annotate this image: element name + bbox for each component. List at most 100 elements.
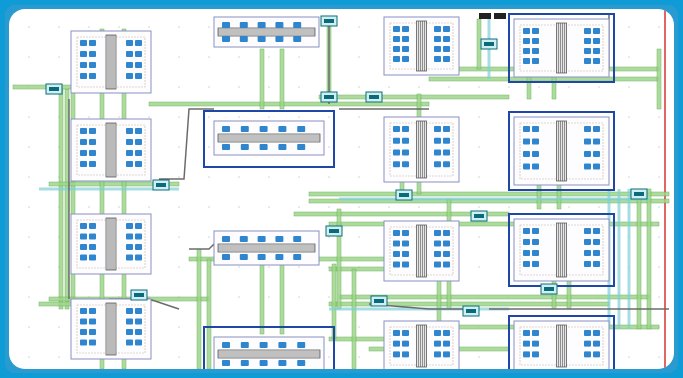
grid-dot	[178, 266, 180, 268]
pin-marker	[494, 13, 506, 19]
contact	[126, 128, 133, 134]
contact	[126, 318, 133, 325]
grid-dot	[358, 326, 360, 328]
metal-wire	[99, 28, 105, 369]
contact	[443, 126, 450, 132]
contact	[532, 163, 539, 170]
grid-dot	[628, 176, 630, 178]
cell-rc-4	[383, 320, 460, 369]
via-cut	[329, 229, 339, 233]
grid-dot	[28, 206, 30, 208]
contact	[523, 163, 530, 170]
grid-dot	[358, 56, 360, 58]
contact	[89, 40, 96, 46]
metal-wire	[121, 28, 127, 369]
contact	[443, 261, 450, 268]
contact	[135, 40, 142, 46]
metal-wire	[646, 188, 652, 330]
gate-stripe	[556, 120, 567, 182]
grid-dot	[178, 26, 180, 28]
cell-rc-2	[383, 116, 460, 183]
contact	[135, 318, 142, 325]
contact	[89, 254, 96, 261]
gate-stripe	[416, 324, 427, 368]
grid-dot	[328, 236, 330, 238]
contact	[89, 139, 96, 145]
grid-dot	[28, 26, 30, 28]
contact	[584, 239, 591, 245]
grid-dot	[208, 86, 210, 88]
contact	[89, 308, 96, 314]
grid-dot	[478, 356, 480, 358]
grid-dot	[328, 116, 330, 118]
contact	[239, 22, 248, 28]
contact	[222, 254, 230, 260]
contact	[593, 340, 600, 347]
contact	[80, 254, 87, 261]
grid-dot	[628, 56, 630, 58]
contact	[393, 351, 400, 358]
grid-dot	[118, 206, 120, 208]
contact	[135, 128, 142, 134]
contact	[222, 144, 230, 150]
grid-dot	[238, 296, 240, 298]
contact	[393, 330, 400, 336]
grid-dot	[478, 206, 480, 208]
cell-left-3	[70, 213, 152, 275]
contact	[443, 330, 450, 336]
grid-dot	[298, 86, 300, 88]
grid-dot	[178, 116, 180, 118]
contact	[443, 240, 450, 247]
grid-dot	[658, 236, 660, 238]
metal-wire	[58, 88, 64, 310]
contact	[443, 161, 450, 168]
via-cut	[399, 193, 409, 197]
contact	[393, 137, 400, 144]
grid-dot	[298, 116, 300, 118]
contact	[126, 223, 133, 229]
contact	[532, 330, 539, 336]
contact	[443, 340, 450, 347]
contact	[393, 56, 400, 62]
contact	[523, 250, 530, 256]
cell-center-low	[213, 230, 320, 266]
contact	[393, 26, 400, 32]
right-rail	[664, 9, 666, 369]
contact	[89, 62, 96, 68]
contact	[80, 161, 87, 167]
contact	[532, 239, 539, 245]
contact	[402, 161, 409, 168]
contact	[593, 138, 600, 145]
contact	[89, 51, 96, 57]
contact	[593, 58, 600, 64]
contact	[80, 223, 87, 229]
cell-left-1	[70, 30, 152, 94]
grid-dot	[478, 236, 480, 238]
contact	[443, 230, 450, 236]
metal-wire	[48, 181, 180, 187]
metal-wire	[318, 94, 510, 100]
grid-dot	[658, 26, 660, 28]
contact	[532, 28, 539, 34]
contact	[80, 40, 87, 46]
via-cut	[634, 192, 644, 196]
contact	[593, 48, 600, 54]
contact	[80, 139, 87, 145]
contact	[240, 342, 249, 348]
grid-dot	[358, 356, 360, 358]
contact	[135, 150, 142, 156]
grid-dot	[658, 356, 660, 358]
poly-wire	[189, 243, 215, 250]
gate-stripe	[416, 224, 427, 278]
contact	[593, 250, 600, 256]
contact	[393, 251, 400, 257]
grid-dot	[178, 326, 180, 328]
grid-dot	[58, 26, 60, 28]
contact	[257, 236, 266, 242]
via-cut	[544, 287, 554, 291]
contact	[239, 236, 248, 242]
contact	[393, 230, 400, 236]
grid-dot	[28, 326, 30, 328]
grid-dot	[268, 176, 270, 178]
grid-dot	[298, 266, 300, 268]
